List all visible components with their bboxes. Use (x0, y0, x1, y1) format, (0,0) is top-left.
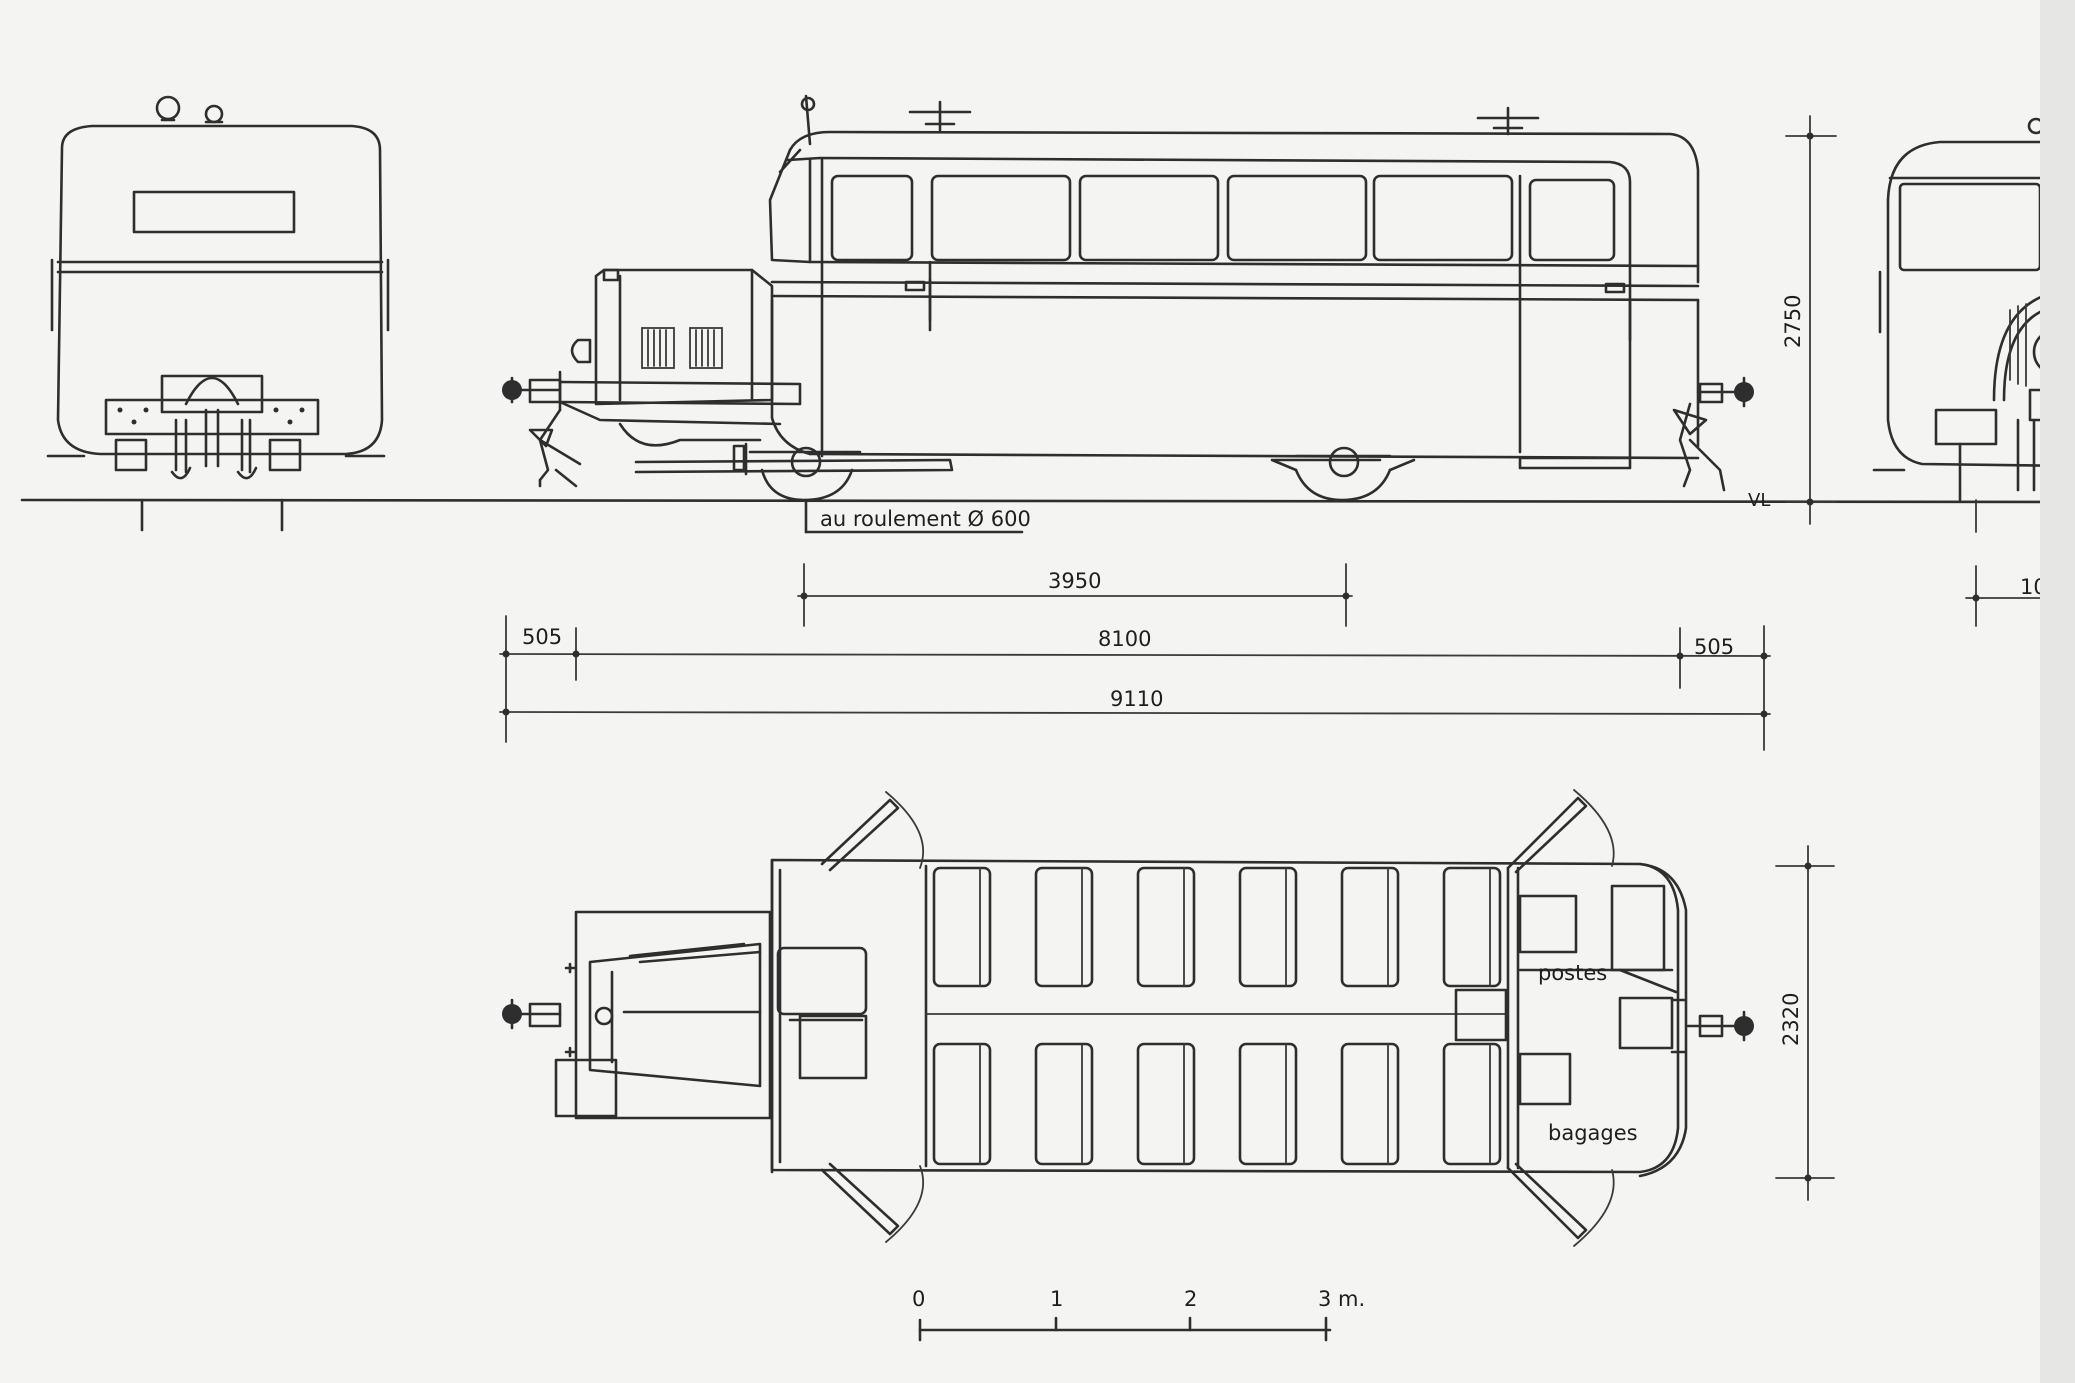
page-edge-shadow (2040, 0, 2075, 1383)
wheel-note: au roulement Ø 600 (804, 498, 1031, 534)
luggage-room-label: bagages (1548, 1121, 1638, 1145)
scale-tick-2: 2 (1184, 1287, 1197, 1311)
height-dimension: 2750 (1781, 115, 1837, 525)
overall-height-label: 2750 (1781, 295, 1805, 348)
seats-top-row (932, 866, 1502, 988)
overhang-left-label: 505 (522, 625, 562, 649)
overall-length-label: 9110 (1110, 687, 1163, 711)
length-dimensions: 505 8100 505 9110 (499, 615, 1771, 751)
scale-tick-3: 3 m. (1318, 1287, 1365, 1311)
side-elevation (502, 94, 1754, 502)
rail-level-line (20, 498, 2075, 504)
wheel-note-text: au roulement Ø 600 (820, 507, 1031, 531)
wheelbase-label: 3950 (1048, 569, 1101, 593)
scale-bar: 0 1 2 3 m. (912, 1287, 1365, 1342)
width-dimension: 2320 (1775, 845, 1835, 1201)
seats-bottom-row (932, 1042, 1502, 1166)
end-view-rear (46, 95, 390, 532)
draftsman-signature: VL (1748, 490, 1770, 511)
overhang-right-label: 505 (1694, 635, 1734, 659)
mail-room-label: postes (1538, 961, 1607, 985)
scale-tick-1: 1 (1050, 1287, 1063, 1311)
bonnet-louvres (641, 327, 723, 369)
wheelbase-dimension: 3950 (797, 563, 1353, 627)
overall-width-label: 2320 (1779, 993, 1803, 1046)
plan-view: postes bagages (502, 789, 1754, 1247)
body-length-label: 8100 (1098, 627, 1151, 651)
scale-tick-0: 0 (912, 1287, 925, 1311)
